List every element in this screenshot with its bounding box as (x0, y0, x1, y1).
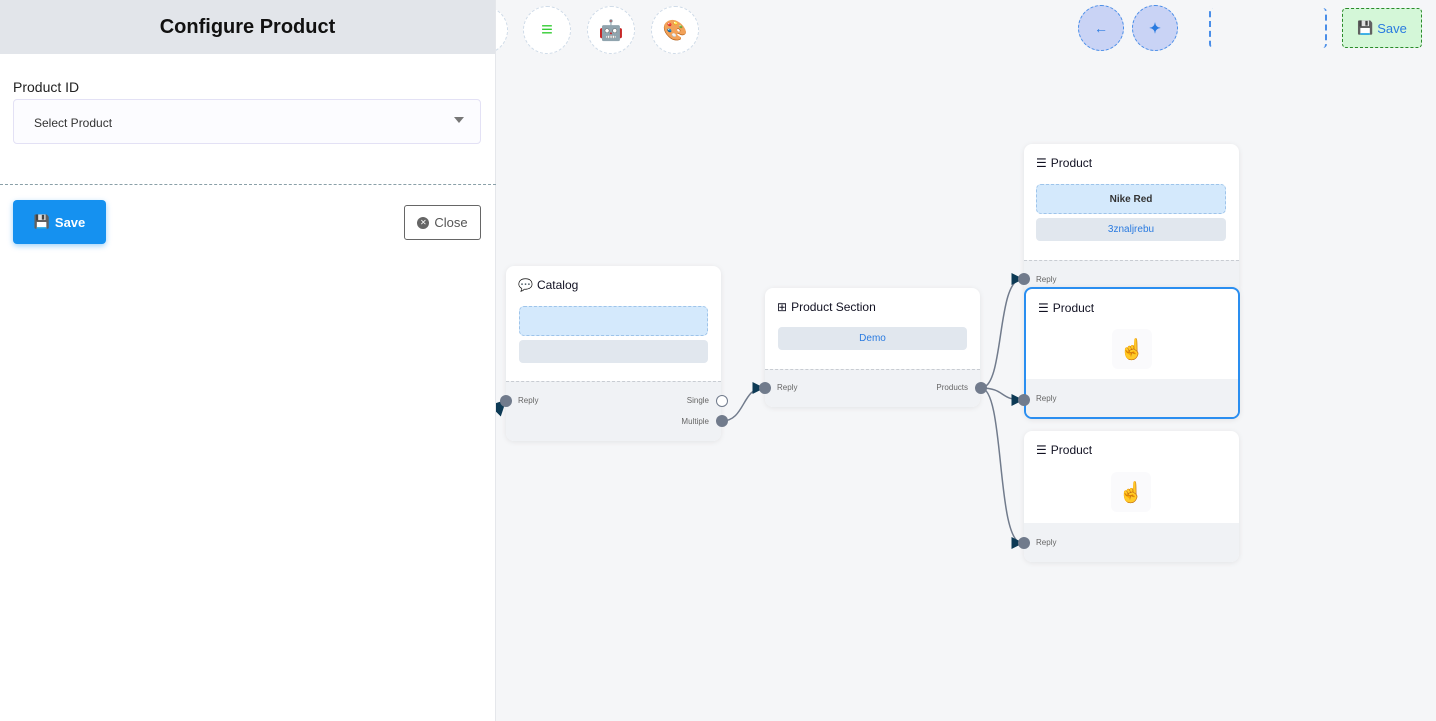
robot-icon[interactable]: 🤖 (587, 6, 635, 54)
product-select[interactable]: Select Product (13, 99, 481, 144)
table-icon: ⊞ (777, 300, 788, 314)
configure-product-panel: Configure Product Product ID Select Prod… (0, 0, 496, 721)
save-label: Save (54, 214, 86, 230)
single-handle[interactable] (716, 395, 728, 407)
close-button[interactable]: ✕ Close (404, 205, 481, 240)
product-id[interactable]: 3znaljrebu (1036, 218, 1226, 241)
product-node[interactable]: ☰Product ☝ Reply (1024, 431, 1239, 562)
port-reply-label: Reply (518, 396, 539, 405)
port-products-label: Products (936, 383, 968, 392)
port-reply-label: Reply (777, 383, 798, 392)
product-id-label: Product ID (13, 79, 80, 95)
catalog-input-handle[interactable] (500, 395, 512, 407)
stackoverflow-icon[interactable]: ≡ (523, 6, 571, 54)
hand-pointer-icon: ☝ (1111, 472, 1151, 512)
catalog-item[interactable] (519, 306, 708, 336)
divider (0, 184, 496, 185)
back-arrow-icon[interactable]: ← (1078, 5, 1124, 51)
toolbar-save-button[interactable]: 💾Save (1342, 8, 1422, 48)
edge (721, 382, 765, 422)
chat-icon: 💬 (518, 278, 533, 292)
node-title: Product (1050, 443, 1093, 457)
chevron-down-icon (454, 117, 464, 123)
toolbar-input[interactable] (1209, 8, 1327, 48)
node-footer: Reply Single Multiple (506, 381, 721, 441)
multiple-handle[interactable] (716, 415, 728, 427)
node-footer: Reply (1024, 523, 1239, 562)
port-reply-label: Reply (1036, 275, 1057, 284)
product-input-handle[interactable] (1018, 394, 1030, 406)
menu-icon: ☰ (1038, 301, 1049, 315)
palette-icon[interactable]: 🎨 (651, 6, 699, 54)
node-title: Product (1052, 301, 1095, 315)
products-handle[interactable] (975, 382, 987, 394)
product-node-selected[interactable]: ☰Product ☝ Reply (1024, 287, 1240, 419)
node-title: Catalog (536, 278, 579, 292)
close-circle-icon: ✕ (417, 216, 430, 229)
port-multiple-label: Multiple (681, 417, 709, 426)
port-single-label: Single (686, 396, 709, 405)
section-item[interactable]: Demo (778, 327, 967, 350)
edge (980, 387, 1024, 406)
edge (980, 273, 1024, 389)
node-title: Product Section (791, 300, 876, 314)
product-node[interactable]: ☰Product Nike Red 3znaljrebu Reply (1024, 144, 1239, 294)
toolbar-save-label: Save (1377, 20, 1407, 36)
edge (980, 387, 1024, 549)
catalog-item-sub[interactable] (519, 340, 708, 363)
node-title: Product (1050, 156, 1093, 170)
panel-title: Configure Product (0, 0, 495, 54)
product-input-handle[interactable] (1018, 537, 1030, 549)
port-reply-label: Reply (1036, 538, 1057, 547)
product-input-handle[interactable] (1018, 273, 1030, 285)
port-reply-label: Reply (1036, 394, 1057, 403)
node-footer: Reply (1026, 379, 1238, 417)
floppy-icon: 💾 (33, 214, 50, 229)
section-input-handle[interactable] (759, 382, 771, 394)
catalog-node[interactable]: 💬Catalog Reply Single Multiple (506, 266, 721, 441)
hand-pointer-icon: ☝ (1112, 329, 1152, 369)
menu-icon: ☰ (1036, 443, 1047, 457)
select-placeholder: Select Product (34, 116, 113, 130)
save-button[interactable]: 💾 Save (13, 200, 106, 244)
node-footer: Reply Products (765, 369, 980, 407)
product-name[interactable]: Nike Red (1036, 184, 1226, 214)
compress-icon[interactable]: ✦ (1132, 5, 1178, 51)
menu-icon: ☰ (1036, 156, 1047, 170)
floppy-icon: 💾 (1357, 20, 1374, 35)
close-label: Close (434, 215, 468, 230)
product-section-node[interactable]: ⊞Product Section Demo Reply Products (765, 288, 980, 407)
